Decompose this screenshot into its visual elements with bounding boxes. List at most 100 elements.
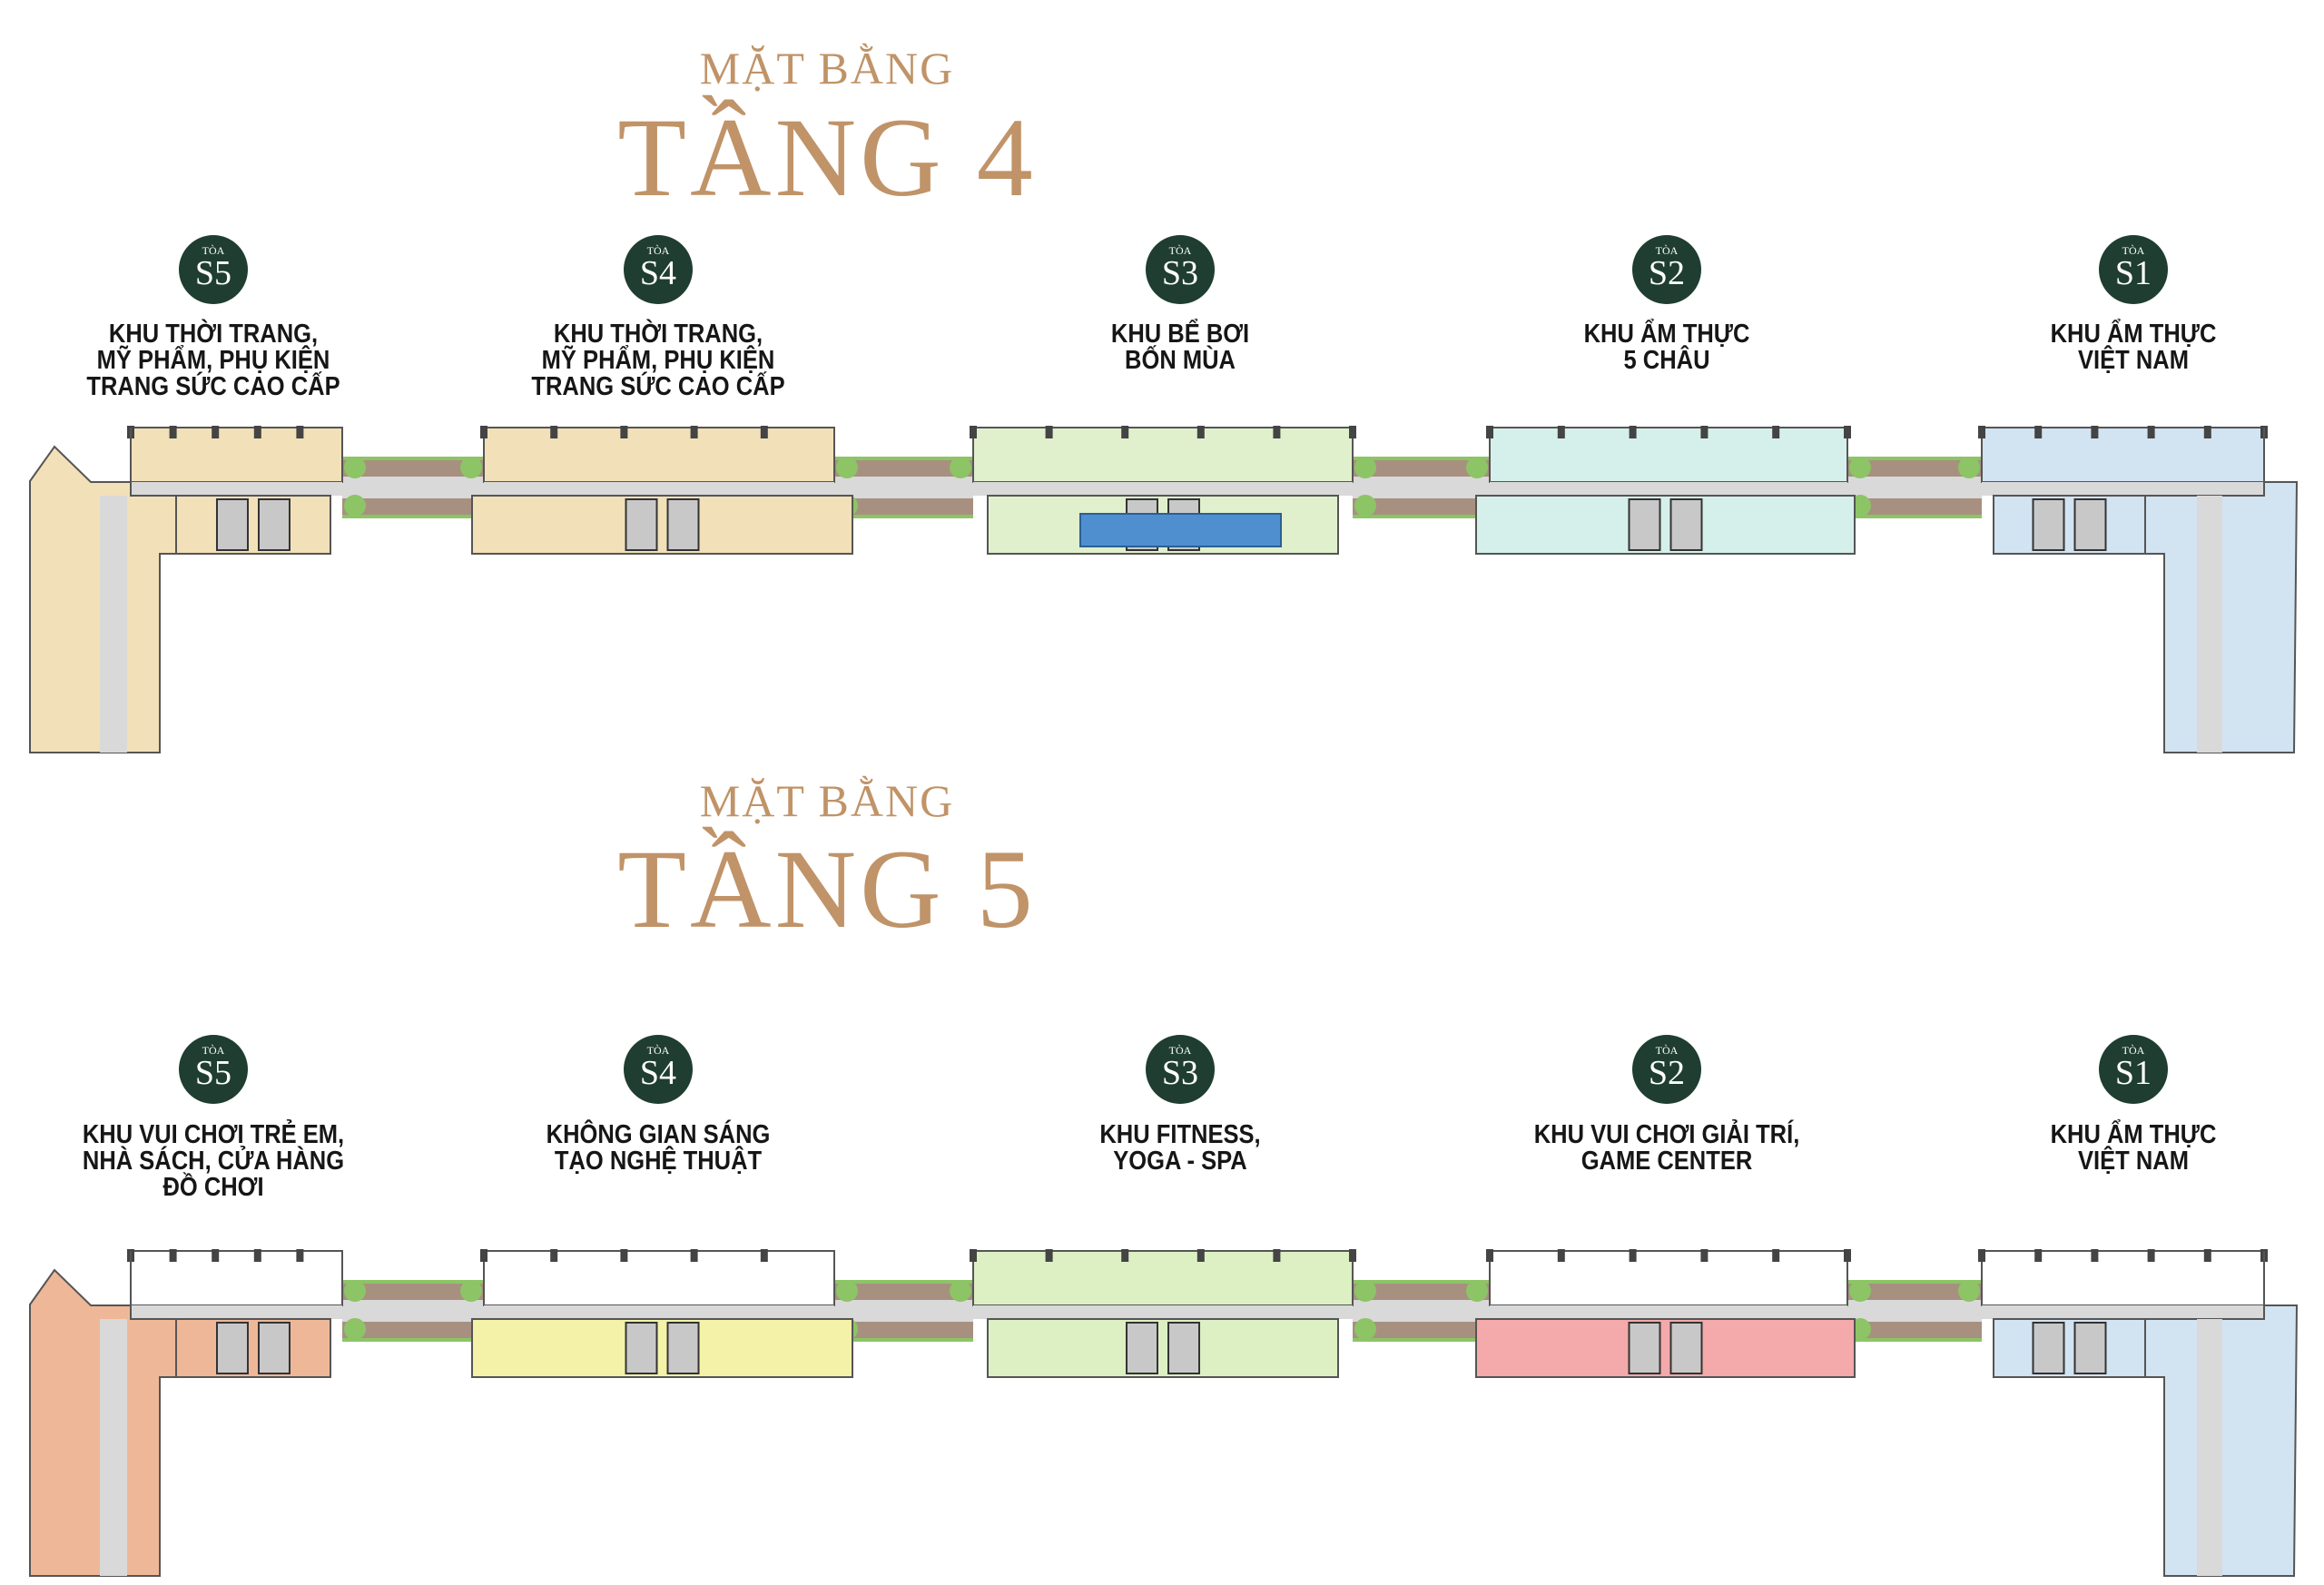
column [1772, 1249, 1780, 1262]
swimming-pool [1079, 513, 1282, 547]
tower-prefix: TÒA [202, 244, 225, 257]
lower-block-s5 [175, 1318, 331, 1378]
bridge-walkway [1847, 1300, 1982, 1322]
zone-label-line: KHU ẨM THỰC [1583, 320, 1750, 349]
zone-label-line: VIỆT NAM [2078, 346, 2189, 375]
upper-block-s4 [483, 1250, 835, 1306]
core-stair [666, 1322, 700, 1374]
floor-4-subtitle: MẶT BẰNG [699, 43, 955, 94]
corridor-s5 [131, 482, 342, 496]
tree [1354, 1318, 1376, 1340]
tower-prefix: TÒA [1168, 1044, 1192, 1057]
bridge-deck [1353, 1282, 1490, 1300]
core-lift [1628, 498, 1661, 551]
lower-block-s4 [471, 1318, 853, 1378]
tower-code: S3 [1161, 1054, 1199, 1092]
zone-label-line: ĐỒ CHƠI [162, 1173, 264, 1202]
tower-code: S2 [1648, 1054, 1686, 1092]
floor-4-plan [29, 426, 2299, 753]
column [1772, 426, 1780, 438]
column [1629, 426, 1637, 438]
tree [344, 1318, 366, 1340]
zone-label-line: KHU BỂ BƠI [1110, 320, 1250, 349]
column [253, 426, 261, 438]
core-stair [2073, 498, 2107, 551]
column [480, 426, 487, 438]
tower-prefix: TÒA [1655, 1044, 1679, 1057]
column [1629, 1249, 1637, 1262]
bridge-walkway [834, 1300, 973, 1322]
tree [1849, 1280, 1871, 1302]
column [2091, 426, 2099, 438]
zone-label-line: KHU VUI CHƠI GIẢI TRÍ, [1533, 1120, 1800, 1149]
core-lift [2032, 498, 2065, 551]
core-stair [1167, 1322, 1200, 1374]
column [1978, 1249, 1985, 1262]
bridge-deck [834, 1322, 973, 1340]
column [1557, 426, 1565, 438]
column [1273, 1249, 1281, 1262]
column [1045, 426, 1053, 438]
upper-block-s2 [1489, 1250, 1848, 1306]
corridor-s1 [1982, 1305, 2264, 1319]
bridge-deck [1847, 1322, 1982, 1340]
tower-code: S4 [639, 1054, 677, 1092]
column [1978, 426, 1985, 438]
tree [950, 1280, 971, 1302]
column [690, 1249, 698, 1262]
tower-prefix: TÒA [1655, 244, 1679, 257]
core-stair [2073, 1322, 2107, 1374]
corridor-wing-s5 [100, 496, 127, 753]
core-lift [1126, 1322, 1158, 1374]
core-stair [258, 1322, 290, 1374]
bridge-deck [342, 498, 484, 517]
planter [834, 1338, 973, 1342]
upper-block-s1 [1981, 1250, 2265, 1306]
upper-block-s4 [483, 427, 835, 483]
planter [1353, 1338, 1490, 1342]
column [970, 1249, 977, 1262]
bridge-deck [1847, 458, 1982, 477]
zone-label-line: MỸ PHẨM, PHỤ KIỆN [541, 346, 775, 375]
column [253, 1249, 261, 1262]
column [1557, 1249, 1565, 1262]
planter [1847, 515, 1982, 518]
column [212, 426, 220, 438]
upper-block-s3 [972, 1250, 1354, 1306]
upper-block-s5 [130, 427, 343, 483]
bridge-walkway [1353, 477, 1490, 498]
bridge-deck [834, 498, 973, 517]
bridge-walkway [834, 477, 973, 498]
bridge-deck [342, 458, 484, 477]
zone-label-s3: KHU FITNESS,YOGA - SPA [1020, 1122, 1340, 1175]
corridor-s2 [1490, 482, 1847, 496]
tree [1849, 457, 1871, 478]
column [296, 1249, 304, 1262]
corridor-s3 [973, 482, 1353, 496]
column [2147, 426, 2155, 438]
corridor-s4 [484, 482, 834, 496]
zone-label-line: KHÔNG GIAN SÁNG [546, 1120, 771, 1149]
corridor-wing-s5 [100, 1319, 127, 1576]
zone-label-line: TRANG SỨC CAO CẤP [531, 372, 785, 401]
bridge-walkway [342, 477, 484, 498]
bridge-walkway [1847, 477, 1982, 498]
tower-prefix: TÒA [1168, 244, 1192, 257]
planter [834, 515, 973, 518]
column [1844, 426, 1851, 438]
column [760, 1249, 768, 1262]
column [1045, 1249, 1053, 1262]
column [1196, 426, 1205, 438]
column [550, 426, 558, 438]
zone-label-line: GAME CENTER [1581, 1147, 1753, 1176]
column [620, 426, 628, 438]
column [1700, 1249, 1709, 1262]
